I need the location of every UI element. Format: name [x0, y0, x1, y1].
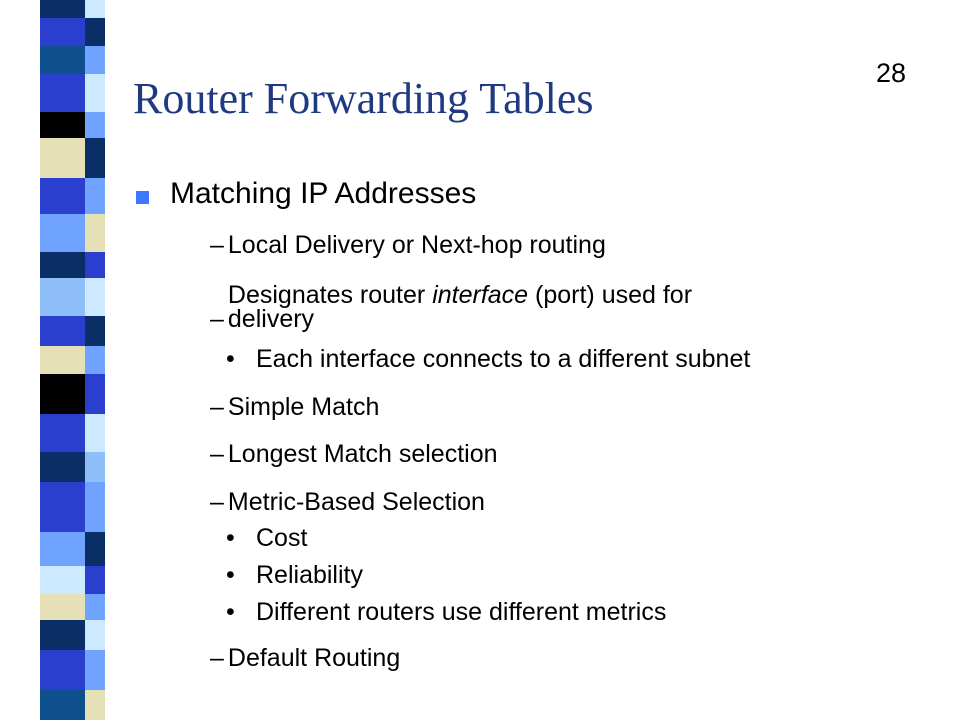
list-item-text: Metric-Based Selection — [227, 488, 485, 516]
stripe-block — [40, 0, 85, 18]
stripe-block — [40, 18, 85, 46]
stripe-block — [40, 594, 85, 620]
stripe-block — [85, 46, 105, 74]
stripe-block — [85, 0, 105, 18]
stripe-block — [85, 278, 105, 316]
stripe-block — [85, 594, 105, 620]
sub-list-item-text: Cost — [256, 524, 308, 552]
sub-list-item-text: Reliability — [256, 561, 363, 589]
list-item: –Designates router interface (port) used… — [210, 283, 692, 333]
stripe-block — [85, 252, 105, 278]
stripe-block — [85, 138, 105, 178]
stripe-block — [40, 374, 85, 414]
dash-marker: – — [210, 488, 224, 516]
dot-bullet: • — [226, 524, 235, 552]
list-item: –Local Delivery or Next-hop routing — [210, 231, 606, 259]
dot-bullet: • — [226, 345, 235, 373]
stripe-block — [85, 316, 105, 346]
stripe-block — [40, 178, 85, 214]
list-item: –Default Routing — [210, 644, 400, 672]
stripe-block — [40, 252, 85, 278]
stripe-block — [85, 566, 105, 594]
slide-title: Router Forwarding Tables — [133, 74, 594, 123]
list-item-text: Designates router interface (port) used … — [227, 281, 693, 333]
stripe-block — [85, 482, 105, 532]
stripe-block — [40, 452, 85, 482]
stripe-block — [85, 414, 105, 452]
stripe-block — [85, 178, 105, 214]
stripe-block — [40, 278, 85, 316]
stripe-block — [40, 346, 85, 374]
stripe-block — [85, 620, 105, 650]
italic-term: interface — [432, 281, 529, 309]
stripe-block — [85, 346, 105, 374]
stripe-block — [40, 214, 85, 252]
stripe-block — [40, 532, 85, 566]
stripe-block — [85, 690, 105, 720]
stripe-block — [40, 112, 85, 138]
text-segment: delivery — [227, 305, 315, 333]
stripe-block — [85, 452, 105, 482]
list-item-text: Local Delivery or Next-hop routing — [227, 231, 606, 259]
dash-marker: – — [210, 305, 224, 333]
stripe-block — [40, 46, 85, 74]
stripe-block — [40, 316, 85, 346]
list-item-text: Simple Match — [227, 393, 380, 421]
stripe-block — [40, 138, 85, 178]
dash-marker: – — [210, 440, 224, 468]
dash-marker: – — [210, 231, 224, 259]
list-item: –Metric-Based Selection — [210, 488, 485, 516]
stripe-block — [85, 650, 105, 690]
sub-list-item-text: Different routers use different metrics — [256, 598, 667, 626]
dash-marker: – — [210, 393, 224, 421]
dash-marker: – — [210, 644, 224, 672]
heading-bullet: Matching IP Addresses — [170, 177, 477, 210]
stripe-block — [85, 112, 105, 138]
decorative-stripe — [0, 0, 105, 720]
text-segment: (port) used for — [528, 281, 693, 309]
square-bullet-icon — [136, 191, 149, 204]
dot-bullet: • — [226, 598, 235, 626]
stripe-block — [85, 214, 105, 252]
dot-bullet: • — [226, 561, 235, 589]
stripe-block — [40, 650, 85, 690]
slide-number: 28 — [876, 58, 907, 88]
stripe-block — [85, 74, 105, 112]
list-item: –Simple Match — [210, 393, 379, 421]
stripe-block — [85, 374, 105, 414]
stripe-block — [40, 620, 85, 650]
stripe-block — [40, 74, 85, 112]
text-segment: Designates router — [227, 281, 433, 309]
list-item-text: Default Routing — [227, 644, 401, 672]
stripe-block — [85, 532, 105, 566]
stripe-block — [40, 482, 85, 532]
stripe-block — [85, 18, 105, 46]
stripe-block — [40, 690, 85, 720]
stripe-block — [40, 414, 85, 452]
sub-list-item-text: Each interface connects to a different s… — [256, 345, 751, 373]
stripe-block — [40, 566, 85, 594]
list-item: –Longest Match selection — [210, 440, 498, 468]
list-item-text: Longest Match selection — [227, 440, 498, 468]
